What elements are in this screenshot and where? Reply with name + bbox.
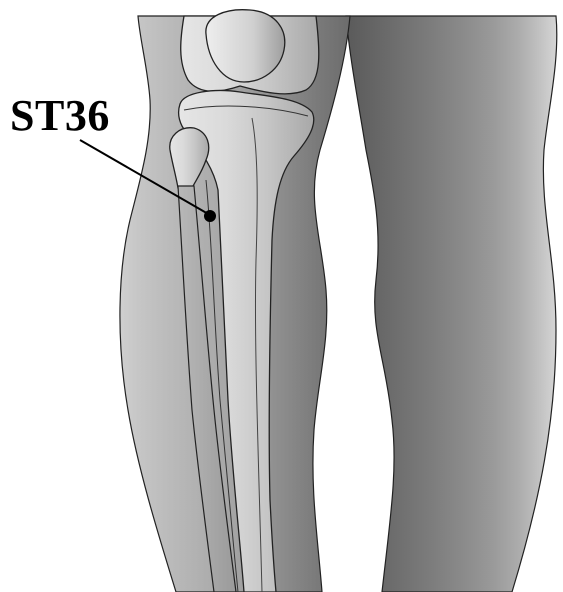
- right-leg-shape: [346, 16, 557, 592]
- acupoint-marker: [204, 210, 216, 222]
- acupoint-label: ST36: [10, 94, 110, 138]
